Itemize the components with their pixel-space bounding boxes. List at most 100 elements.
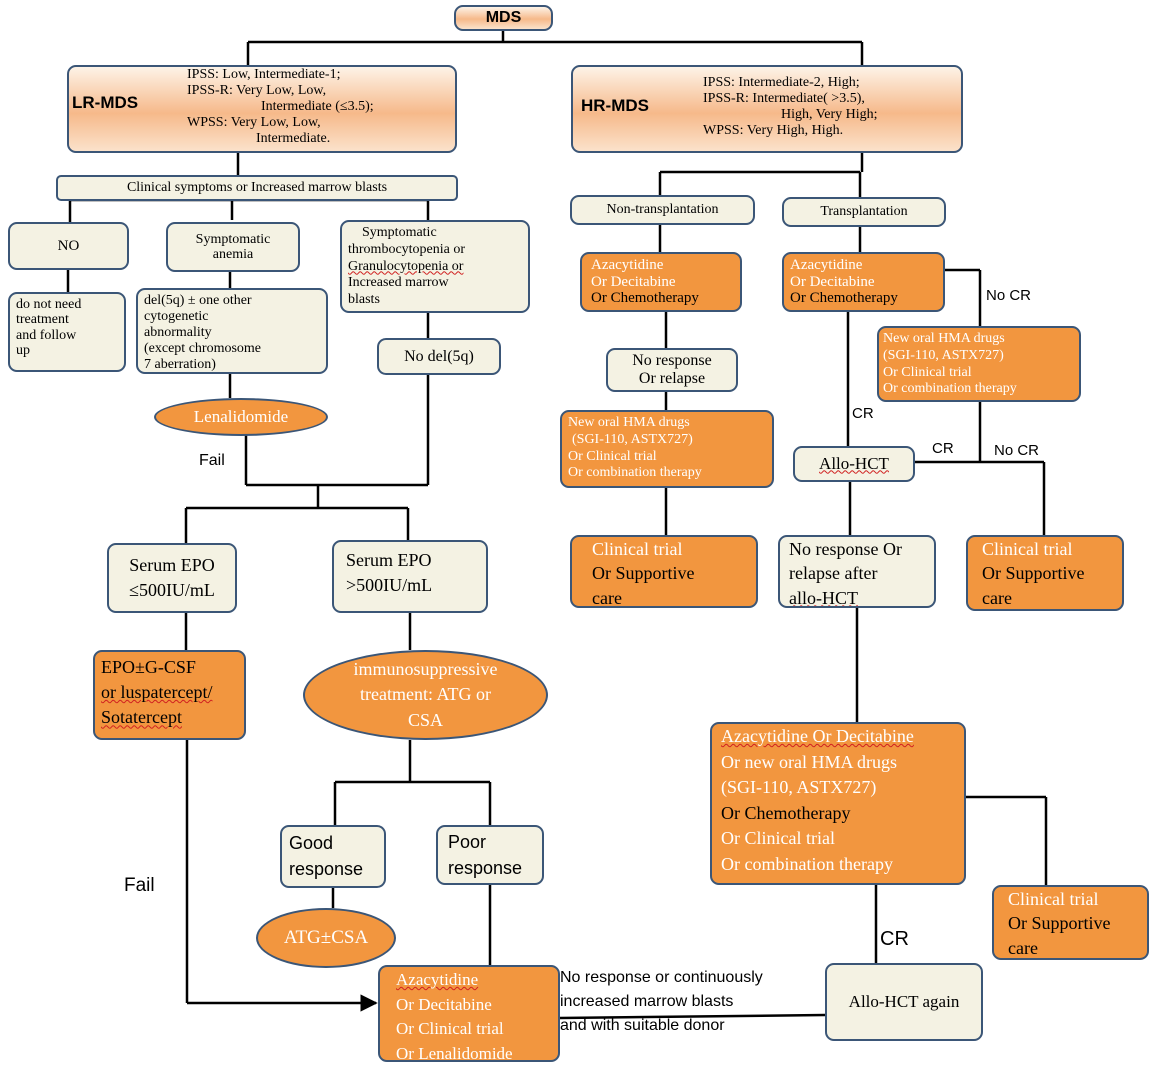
aza-final-line: Azacytidine: [396, 970, 479, 989]
lr-ipssr-1: IPSS-R: Very Low, Low,: [187, 83, 327, 99]
lr-wpss-1: WPSS: Very Low, Low,: [187, 115, 321, 131]
lr-criteria: IPSS: Low, Intermediate-1; IPSS-R: Very …: [187, 67, 374, 147]
transplantation-node: Transplantation: [782, 197, 946, 227]
aza-nt-line: Or Decitabine: [591, 273, 676, 290]
oral-hma-t-line: New oral HMA drugs: [883, 331, 1005, 346]
del5q-line: 7 aberration): [144, 357, 216, 373]
allo-hct-again-node: Allo-HCT again: [825, 963, 983, 1041]
lr-ipssr-2: Intermediate (≤3.5);: [261, 99, 374, 115]
oral-hma-t-line: Or combination therapy: [883, 381, 1017, 397]
aza-transplant-node: Azacytidine Or Decitabine Or Chemotherap…: [782, 252, 945, 312]
sym-thrombo-line: Granulocytopenia or: [348, 258, 464, 274]
oral-hma-transplant-node: New oral HMA drugs (SGI-110, ASTX727) Or…: [877, 326, 1081, 402]
aza-t-line: Azacytidine: [790, 257, 863, 273]
mds-root-node: MDS: [454, 5, 553, 31]
del5q-node: del(5q) ± one other cytogenetic abnormal…: [136, 288, 328, 374]
relapse-after-hct-node: No response Or relapse after allo-HCT: [778, 535, 936, 608]
hr-ipssr-1: IPSS-R: Intermediate( >3.5),: [703, 91, 865, 107]
no-treatment-line: do not need: [16, 297, 82, 312]
aza-nt-line: Or Chemotherapy: [591, 290, 699, 306]
no-del5q-node: No del(5q): [377, 338, 501, 375]
no-treatment-node: do not need treatment and follow up: [8, 292, 126, 372]
oral-hma-nt-line: New oral HMA drugs: [568, 415, 690, 430]
clinical-symptoms-node: Clinical symptoms or Increased marrow bl…: [56, 175, 458, 201]
clinical-symptoms-label: Clinical symptoms or Increased marrow bl…: [126, 180, 388, 196]
clin-supp-line: care: [592, 587, 622, 608]
symptomatic-anemia-node: Symptomatic anemia: [166, 222, 300, 272]
lenalidomide-label: Lenalidomide: [193, 406, 289, 426]
no-cr-label-1: No CR: [986, 287, 1032, 304]
epo-low-line: ≤500IU/mL: [129, 580, 215, 600]
no-resp-line: increased marrow blasts: [560, 993, 734, 1010]
clinical-supportive-node-1: Clinical trial Or Supportive care: [570, 535, 758, 608]
oral-hma-t-line: Or Clinical trial: [883, 364, 972, 380]
oral-hma-t-line: (SGI-110, ASTX727): [883, 347, 1004, 363]
fail-label-1: Fail: [199, 452, 225, 469]
aza-nt-line: Azacytidine: [591, 257, 664, 273]
aza-t-line: Or Chemotherapy: [790, 290, 898, 306]
oral-hma-nt-line: (SGI-110, ASTX727): [572, 431, 693, 447]
good-response-node: Good response: [280, 825, 386, 888]
hr-mds-title: HR-MDS: [581, 96, 649, 115]
oral-hma-non-transplant-node: New oral HMA drugs (SGI-110, ASTX727) Or…: [560, 410, 774, 488]
epo-treatment-node: EPO±G-CSF or luspatercept/ Sotatercept: [93, 650, 246, 740]
atg-csa-label: ATG±CSA: [283, 926, 369, 948]
sym-anemia-line: anemia: [212, 247, 254, 262]
atg-csa-node: ATG±CSA: [256, 908, 396, 968]
clin-supp-line: Or Supportive: [592, 563, 695, 584]
no-resp-relapse-line: No response: [632, 352, 712, 370]
relapse-after-line: No response Or: [789, 539, 902, 559]
aza-big-line: Or combination therapy: [721, 853, 893, 874]
clin-supp-line: care: [982, 587, 1012, 608]
cr-label-bottom: CR: [880, 928, 909, 950]
sym-anemia-line: Symptomatic: [195, 231, 271, 247]
good-line: Good: [289, 833, 334, 853]
lenalidomide-node: Lenalidomide: [154, 398, 328, 436]
del5q-line: abnormality: [144, 325, 212, 341]
lr-wpss-2: Intermediate.: [256, 131, 331, 147]
no-node: NO: [8, 222, 129, 270]
poor-line: response: [448, 858, 523, 879]
hr-mds-node: HR-MDS IPSS: Intermediate-2, High; IPSS-…: [571, 65, 963, 153]
poor-line: Poor: [448, 832, 487, 852]
allo-hct-node: Allo-HCT: [793, 446, 915, 482]
hr-wpss: WPSS: Very High, High.: [703, 123, 844, 139]
relapse-after-line: allo-HCT: [789, 587, 858, 608]
sym-thrombo-line: blasts: [348, 292, 380, 308]
no-resp-line: and with suitable donor: [560, 1017, 725, 1034]
oral-hma-nt-line: Or combination therapy: [568, 465, 702, 481]
no-resp-relapse-line: Or relapse: [638, 370, 706, 387]
del5q-line: cytogenetic: [144, 309, 209, 325]
hr-criteria: IPSS: Intermediate-2, High; IPSS-R: Inte…: [703, 75, 878, 139]
aza-final-line: Or Decitabine: [396, 994, 492, 1014]
poor-response-node: Poor response: [436, 825, 544, 885]
aza-big-line: Or Clinical trial: [721, 828, 835, 849]
no-treatment-line: up: [16, 343, 30, 359]
ist-line: CSA: [407, 709, 443, 730]
lr-mds-node: LR-MDS IPSS: Low, Intermediate-1; IPSS-R…: [67, 65, 457, 153]
epo-tx-line: EPO±G-CSF: [101, 657, 196, 677]
no-resp-line: No response or continuously: [560, 969, 763, 986]
clinical-supportive-node-3: Clinical trial Or Supportive care: [992, 885, 1149, 960]
clin-supp-line: Clinical trial: [982, 539, 1073, 559]
epo-tx-line: or luspatercept/: [101, 682, 213, 703]
epo-high-line: >500IU/mL: [346, 575, 433, 596]
del5q-line: (except chromosome: [144, 341, 262, 357]
clin-supp-line: Clinical trial: [592, 539, 683, 559]
allo-hct-label: Allo-HCT: [819, 453, 889, 473]
aza-big-node: Azacytidine Or Decitabine Or new oral HM…: [710, 722, 966, 885]
relapse-after-line: relapse after: [789, 563, 878, 584]
aza-big-line: Or new oral HMA drugs: [721, 751, 897, 772]
clin-supp-line: care: [1008, 937, 1038, 958]
aza-final-line: Or Lenalidomide: [396, 1043, 513, 1062]
lr-mds-title: LR-MDS: [72, 93, 139, 112]
epo-low-line: Serum EPO: [129, 554, 215, 575]
immunosuppressive-node: immunosuppressive treatment: ATG or CSA: [303, 650, 548, 740]
oral-hma-nt-line: Or Clinical trial: [568, 448, 657, 464]
sym-thrombo-line: Symptomatic: [362, 225, 437, 240]
no-response-relapse-node: No response Or relapse: [606, 348, 738, 392]
good-line: response: [289, 859, 364, 880]
epo-high-line: Serum EPO: [346, 550, 432, 570]
clin-supp-line: Clinical trial: [1008, 889, 1099, 909]
